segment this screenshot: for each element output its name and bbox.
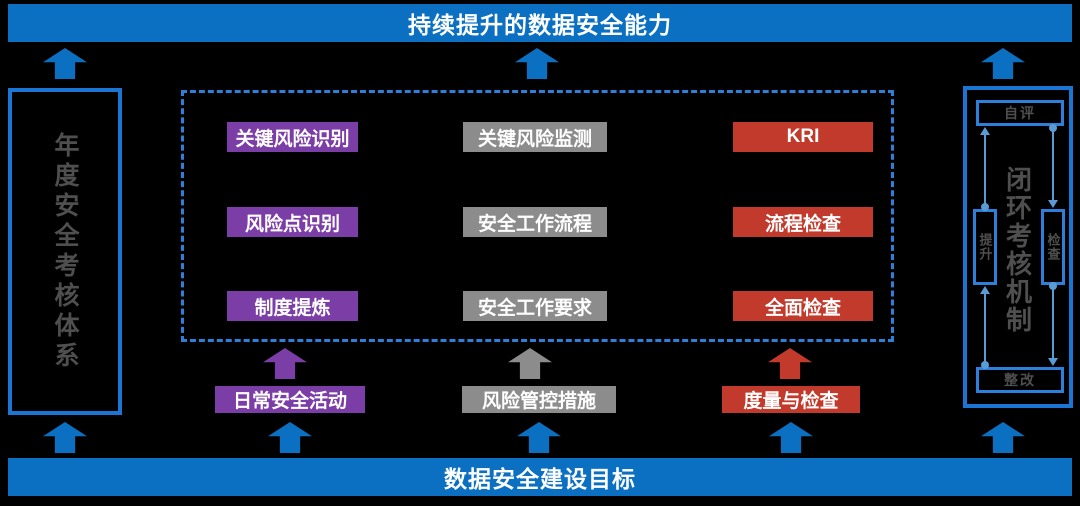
base-box-measure-and-check: 度量与检查 <box>722 386 860 413</box>
up-arrow-icon-purple <box>263 348 307 379</box>
up-arrow-icon-gray <box>508 348 552 379</box>
left-panel-annual-assessment: 年度安全考核体系 <box>8 88 122 415</box>
base-box-risk-control-measures: 风险管控措施 <box>462 386 616 413</box>
matrix-box-kri: KRI <box>733 122 873 152</box>
connector-line-improve-to-self <box>984 134 986 206</box>
connector-arrowhead-down-inspect-to-rectify <box>1048 358 1058 366</box>
matrix-box-key-risk-monitor: 关键风险监测 <box>463 122 607 152</box>
up-arrow-icon-bottom-right <box>981 422 1025 453</box>
matrix-box-security-workflow: 安全工作流程 <box>463 207 607 237</box>
connector-arrowhead-down-self-to-inspect <box>1048 200 1058 208</box>
cycle-node-rectify: 整改 <box>976 367 1064 393</box>
up-arrow-icon-red <box>768 348 812 379</box>
bottom-banner: 数据安全建设目标 <box>8 458 1072 496</box>
connector-line-inspect-to-rectify <box>1052 289 1054 359</box>
base-box-daily-security-activity: 日常安全活动 <box>215 386 365 413</box>
top-banner: 持续提升的数据安全能力 <box>8 4 1072 42</box>
up-arrow-icon-top-right <box>981 48 1025 79</box>
up-arrow-icon-bottom-col1 <box>268 422 312 453</box>
connector-arrowhead-up-improve-to-self <box>980 127 990 135</box>
dashed-capability-container <box>181 90 894 342</box>
connector-arrowhead-up-rectify-to-improve <box>980 286 990 294</box>
up-arrow-icon-bottom-col3 <box>769 422 813 453</box>
connector-line-rectify-to-improve <box>984 293 986 363</box>
up-arrow-icon-top-center <box>515 48 559 79</box>
matrix-box-process-check: 流程检查 <box>733 207 873 237</box>
cycle-node-self-assess: 自评 <box>976 100 1064 126</box>
connector-dot-improve-top <box>981 203 989 211</box>
matrix-box-key-risk-identify: 关键风险识别 <box>227 122 358 152</box>
up-arrow-icon-top-left <box>43 48 87 79</box>
cycle-node-inspect: 检查 <box>1041 209 1065 285</box>
connector-dot-self-bottom <box>1049 124 1057 132</box>
matrix-box-full-check: 全面检查 <box>733 291 873 321</box>
up-arrow-icon-bottom-col2 <box>517 422 561 453</box>
connector-dot-rectify-top <box>981 361 989 369</box>
matrix-box-policy-refine: 制度提炼 <box>227 291 358 321</box>
cycle-node-improve: 提升 <box>973 209 997 285</box>
right-panel-title: 闭环考核机制 <box>1002 166 1033 334</box>
matrix-box-risk-point-identify: 风险点识别 <box>227 207 358 237</box>
connector-dot-inspect-bottom <box>1049 282 1057 290</box>
left-panel-label: 年度安全考核体系 <box>51 131 79 372</box>
up-arrow-icon-bottom-left <box>43 422 87 453</box>
bottom-banner-label: 数据安全建设目标 <box>444 466 636 492</box>
connector-line-self-to-inspect <box>1052 131 1054 201</box>
matrix-box-security-requirements: 安全工作要求 <box>463 291 607 321</box>
top-banner-label: 持续提升的数据安全能力 <box>408 12 672 38</box>
